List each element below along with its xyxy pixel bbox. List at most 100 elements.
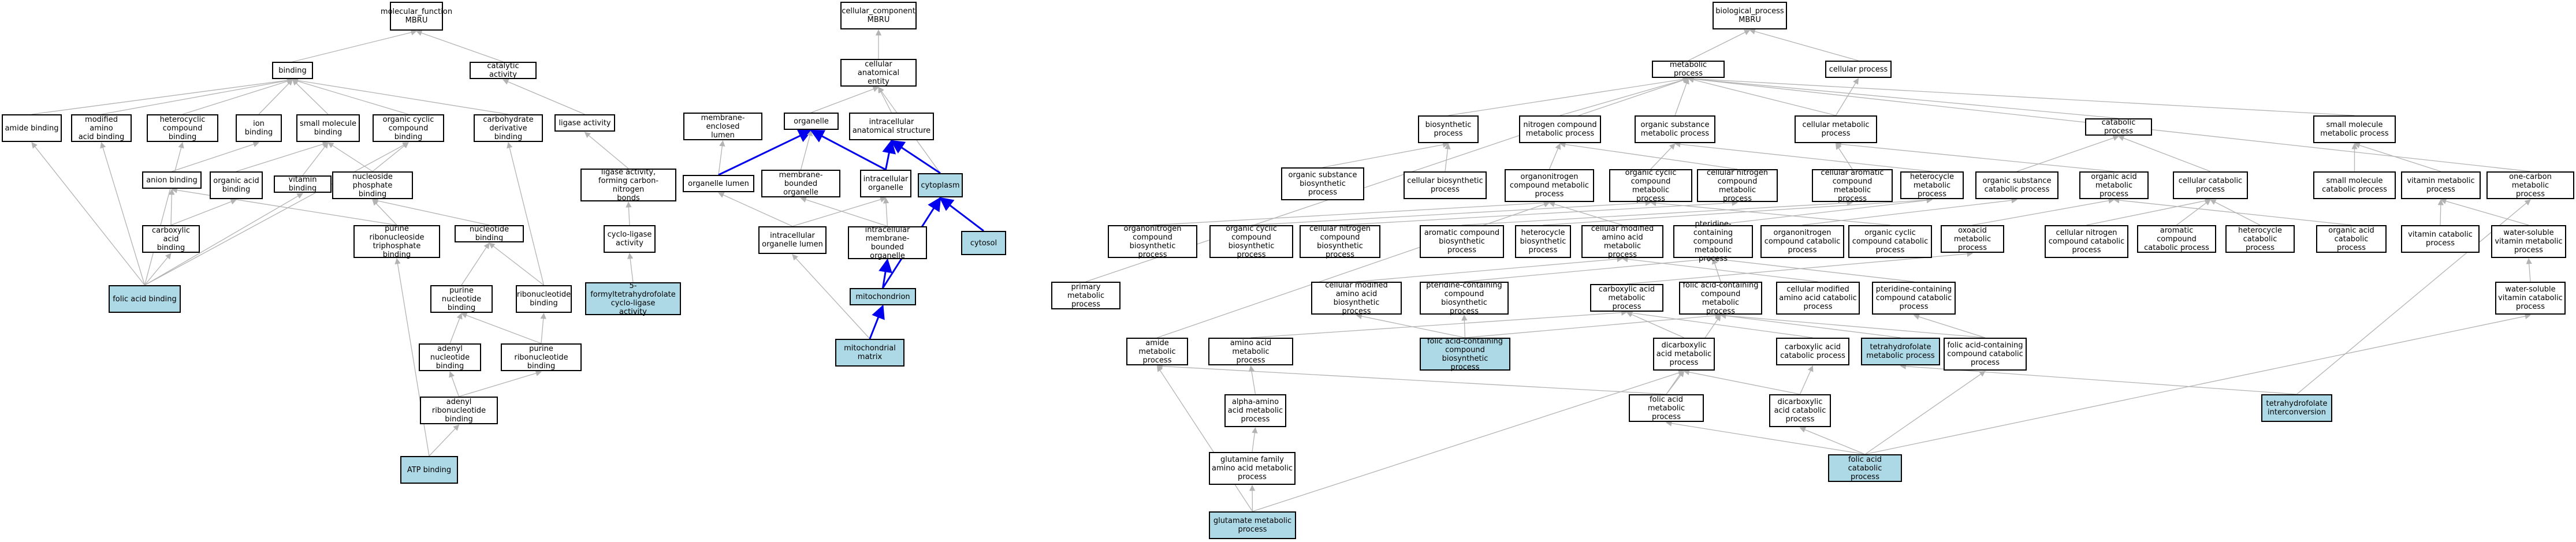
graph-edge [1687, 76, 2355, 116]
go-term-node: cellular nitrogen compound metabolic pro… [1697, 169, 1778, 203]
graph-edge [2113, 197, 2352, 226]
go-term-node: nucleotide binding [455, 225, 524, 242]
go-term-node: organic cyclic compound catabolic proces… [1848, 225, 1932, 258]
highlighted-edge [810, 129, 887, 171]
go-term-node: cellular nitrogen compound catabolic pro… [2045, 225, 2128, 258]
graph-edge [1559, 141, 1738, 170]
graph-edge [1559, 77, 1689, 116]
go-term-node: organonitrogen compound metabolic proces… [1505, 169, 1594, 202]
go-term-node: biosynthetic process [1418, 115, 1479, 143]
graph-edge [182, 78, 293, 115]
go-term-node: cellular modified amino acid biosyntheti… [1311, 281, 1402, 316]
go-term-node: organelle lumen [683, 175, 754, 192]
graph-edge [1711, 258, 1721, 282]
go-term-node: catabolic process [2085, 118, 2152, 136]
graph-edge [811, 86, 879, 113]
go-term-node: cellular nitrogen compound biosynthetic … [1300, 225, 1380, 259]
go-term-node: vitamin metabolic process [2401, 171, 2481, 199]
go-term-node: cellular aromatic compound metabolic pro… [1812, 169, 1893, 203]
graph-edge [1799, 427, 1866, 455]
graph-edge [461, 242, 490, 286]
go-term-node: organic acid binding [210, 171, 263, 199]
go-term-node: organic substance biosynthetic process [1281, 167, 1364, 200]
graph-edge [1665, 420, 1866, 455]
graph-edge [144, 253, 172, 286]
graph-edge [459, 370, 542, 397]
go-term-node: purine ribonucleoside triphosphate bindi… [353, 225, 440, 259]
go-term-node: folic acid-containing compound catabolic… [1944, 338, 2027, 371]
graph-edge [1249, 484, 1256, 512]
graph-edge [1626, 312, 1684, 338]
go-term-node: amide binding [2, 114, 62, 142]
graph-edge [1461, 314, 1468, 338]
graph-edge [1972, 197, 2115, 226]
graph-edge [171, 187, 397, 226]
go-term-node: vitamin catabolic process [2401, 225, 2480, 253]
graph-edge [144, 142, 409, 286]
go-term-node: purine nucleotide binding [430, 285, 493, 313]
graph-edge [1864, 371, 1986, 455]
graph-edge [800, 196, 888, 227]
go-term-node: carboxylic acid metabolic process [1590, 284, 1663, 312]
graph-edge [144, 141, 184, 286]
graph-edge [1650, 143, 1676, 170]
graph-edge [1674, 78, 1689, 116]
highlighted-edge [939, 197, 984, 232]
graph-edge [1913, 313, 1986, 338]
go-term-node: 5-formyltetrahydrofolate cyclo-ligase ac… [585, 282, 681, 316]
go-term-node: ribonucleotide binding [516, 285, 572, 313]
go-term-node: ligase activity, forming carbon-nitrogen… [580, 168, 676, 203]
graph-edge [502, 79, 585, 115]
go-term-node: heterocycle biosynthetic process [1515, 225, 1571, 258]
graph-edge [1461, 200, 1853, 226]
go-term-node: intracellular membrane-bounded organelle [848, 226, 927, 260]
graph-edge [626, 201, 632, 226]
go-term-node: water-soluble vitamin metabolic process [2491, 225, 2566, 258]
go-term-node: heterocycle metabolic process [1900, 171, 1964, 199]
go-term-node: cellular metabolic process [1795, 115, 1877, 143]
go-term-node: carboxylic acid catabolic process [1776, 338, 1849, 365]
graph-edge [1465, 312, 1722, 338]
go-term-node: pteridine-containing compound catabolic … [1872, 282, 1956, 315]
go-term-node: organic cyclic compound binding [373, 114, 444, 142]
go-term-node: nucleoside phosphate binding [332, 171, 413, 199]
go-term-node: water-soluble vitamin catabolic process [2495, 282, 2566, 315]
graph-edge [1719, 313, 1901, 338]
highlighted-edge [890, 140, 941, 174]
graph-edge [236, 141, 329, 172]
graph-edge [1864, 313, 2532, 455]
graph-edge [2016, 135, 2119, 172]
go-term-node: intracellular organelle [860, 170, 911, 197]
go-term-node: folic acid-containing compound biosynthe… [1420, 337, 1510, 372]
go-term-node: glutamine family amino acid metabolic pr… [1209, 452, 1296, 485]
graph-edge [449, 313, 463, 344]
graph-edge [416, 30, 504, 62]
go-term-node: adenyl nucleotide binding [419, 343, 481, 371]
graph-edge [292, 79, 329, 115]
go-term-node: folic acid-containing compound metabolic… [1679, 281, 1762, 316]
graph-edge [169, 188, 175, 226]
graph-edge [1252, 427, 1258, 453]
graph-edge [31, 142, 146, 286]
graph-edge [327, 142, 373, 172]
go-term-node: molecular_function MBRU [381, 2, 452, 31]
go-term-node: cellular_component MBRU [840, 2, 917, 29]
graph-edge [1251, 200, 1652, 226]
highlighted-edge [718, 129, 813, 176]
go-term-node: glutamate metabolic process [1209, 511, 1296, 539]
graph-edge [489, 242, 544, 286]
graph-edge [1626, 310, 1813, 338]
graph-edge [540, 312, 546, 344]
go-term-node: metabolic process [1652, 61, 1725, 78]
graph-edge [1674, 141, 1933, 172]
graph-edge [1666, 371, 1685, 395]
go-term-node: carboxylic acid binding [142, 225, 200, 253]
go-term-node: intracellular anatomical structure [849, 113, 934, 140]
go-term-node: small molecule binding [296, 114, 360, 142]
graph-edge [1687, 76, 2119, 119]
graph-edge [1152, 200, 1550, 226]
graph-edge [1339, 200, 1739, 226]
go-term-node: carbohydrate derivative binding [474, 114, 543, 142]
go-term-node: organonitrogen compound biosynthetic pro… [1108, 225, 1197, 259]
graph-edge [1835, 141, 2115, 172]
